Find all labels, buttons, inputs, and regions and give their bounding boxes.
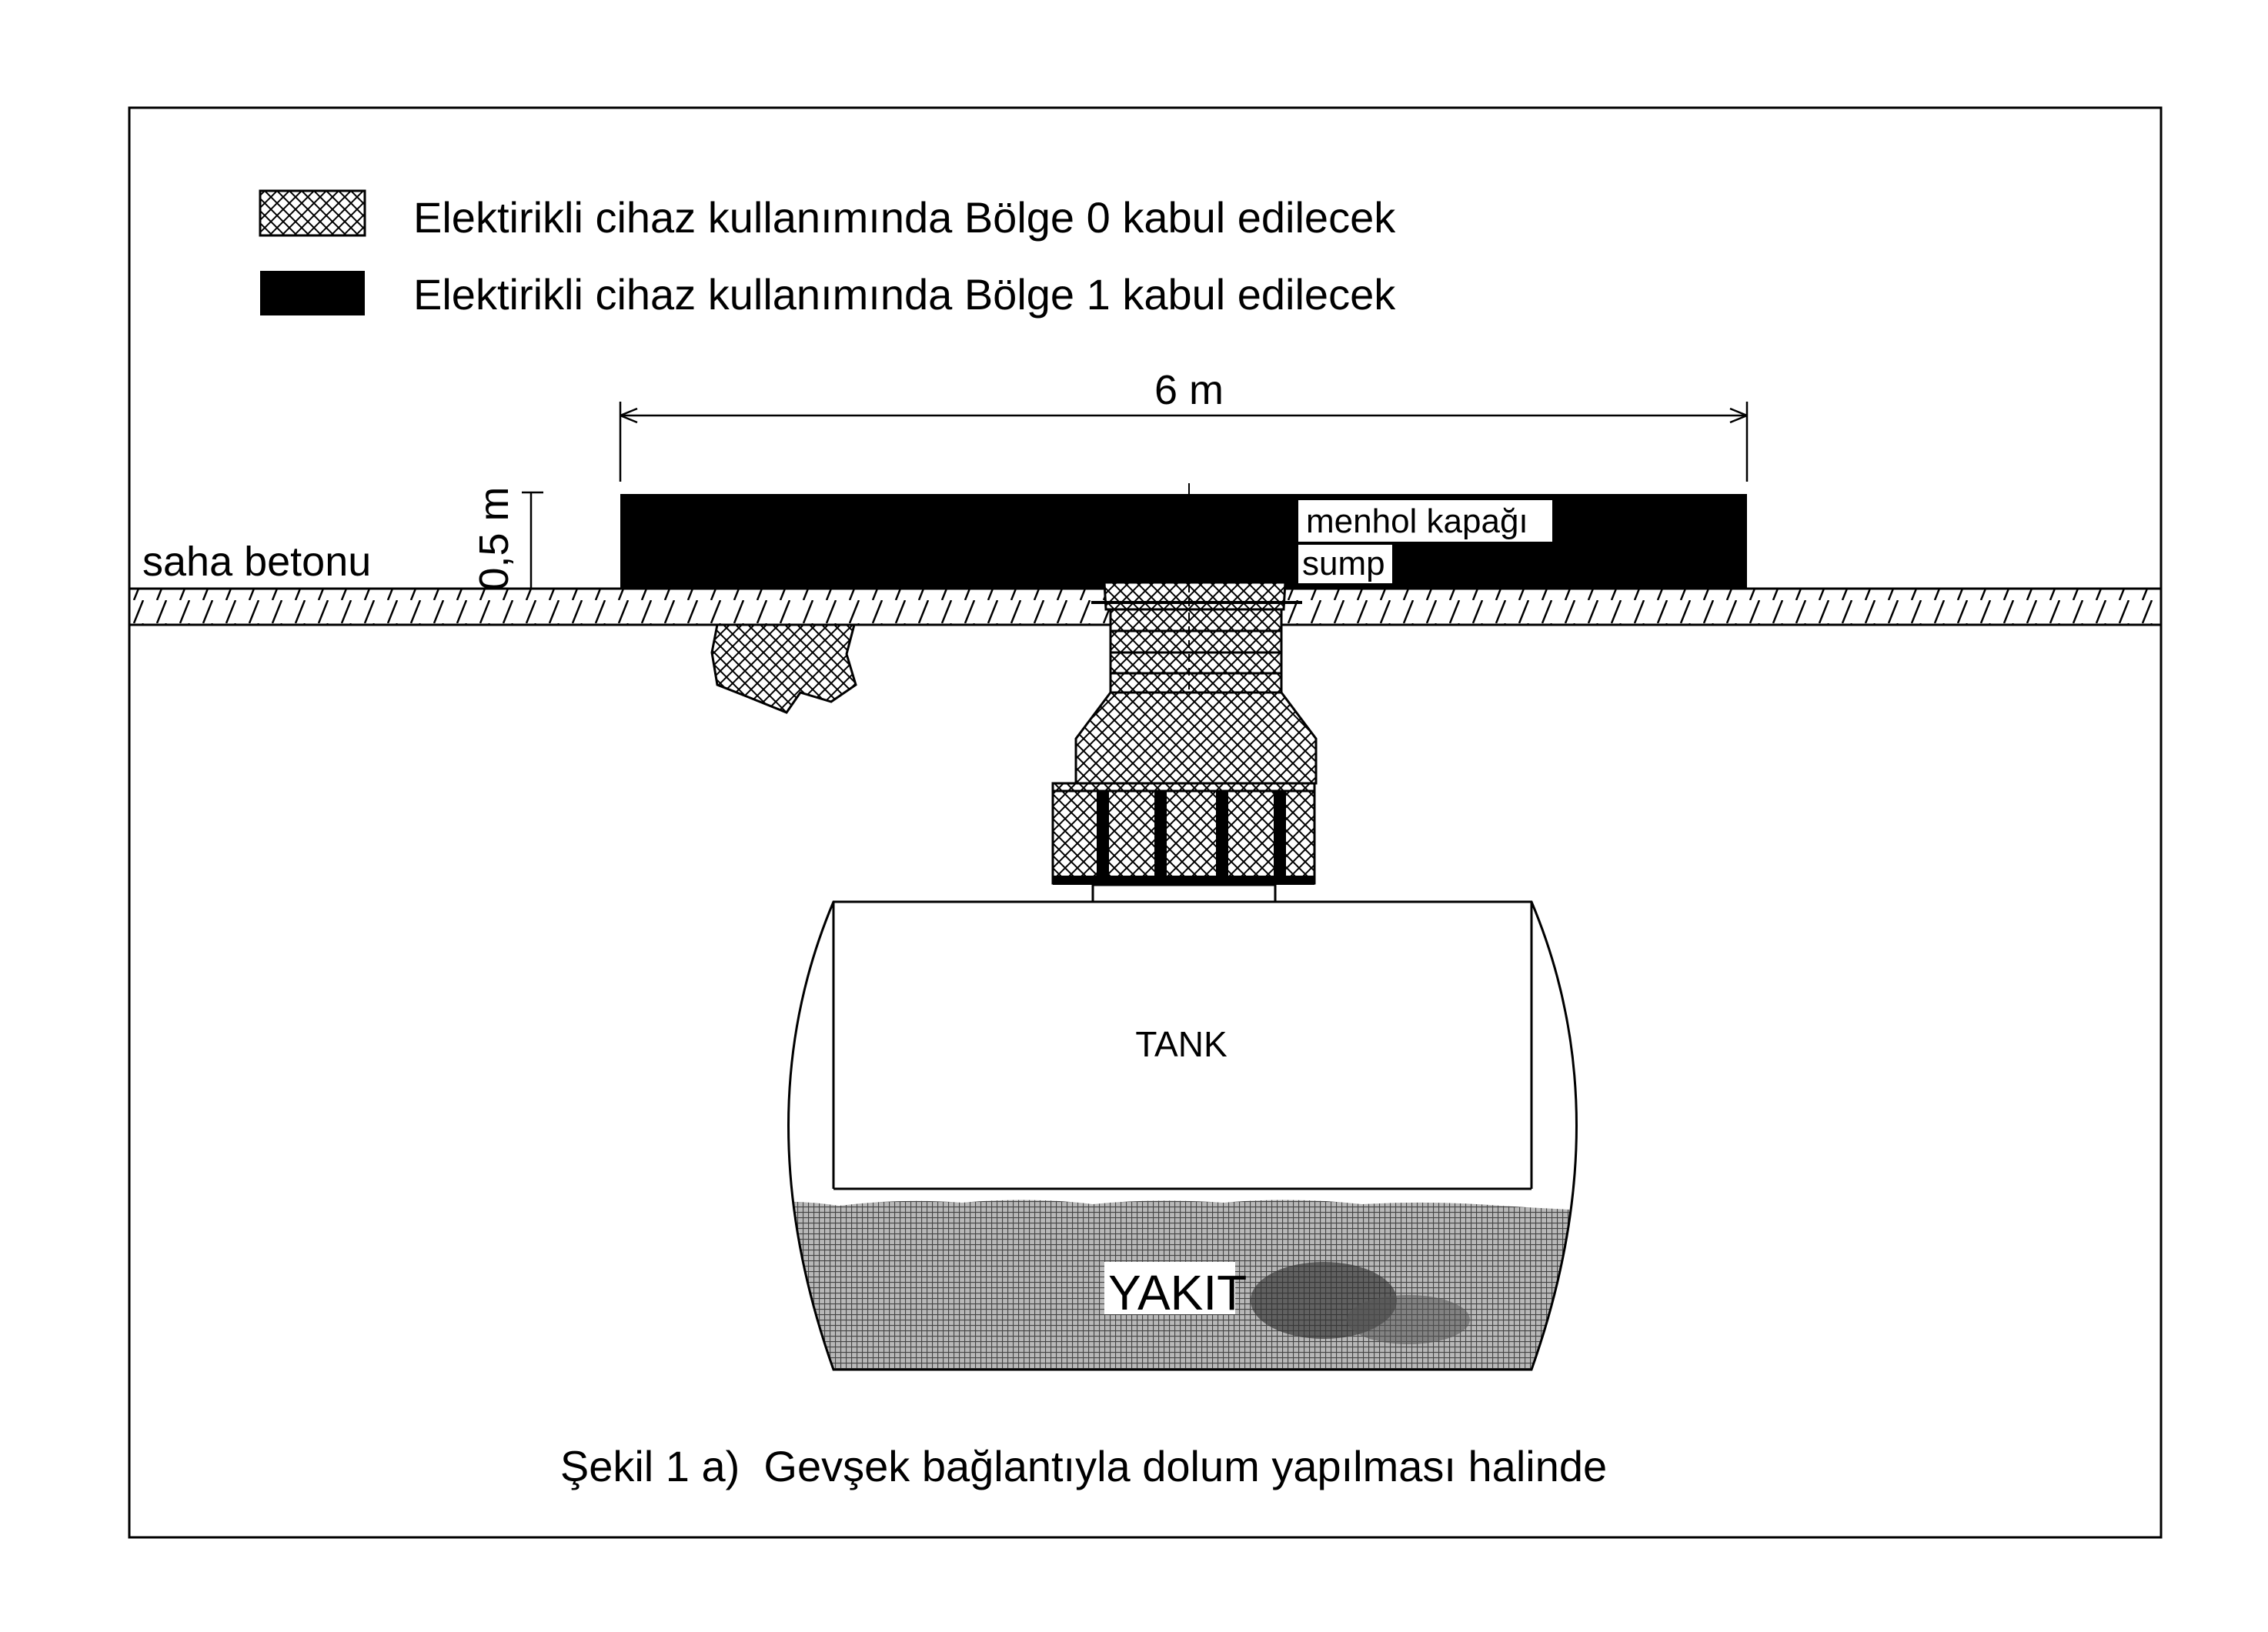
zone1-area <box>620 494 1747 589</box>
width-dimension: 6 m <box>619 367 1749 482</box>
figure-caption: Şekil 1 a) Gevşek bağlantıyla dolum yapı… <box>560 1442 1607 1490</box>
legend: Elektirikli cihaz kullanımında Bölge 0 k… <box>259 189 1396 319</box>
legend-swatch-zone0 <box>259 189 366 237</box>
ground-label: saha betonu <box>142 539 371 585</box>
diagram-frame <box>128 106 2163 1539</box>
sump-label: sump <box>1302 545 1385 582</box>
manhole-cover-label: menhol kapağı <box>1306 502 1528 540</box>
legend-label-zone0: Elektirikli cihaz kullanımında Bölge 0 k… <box>413 193 1396 242</box>
tank-label: TANK <box>1135 1024 1228 1064</box>
sump-assembly <box>1051 581 1318 903</box>
height-dimension: 0,5 m <box>471 486 543 591</box>
zone0-ground-area <box>710 623 857 714</box>
height-dimension-label: 0,5 m <box>471 486 517 590</box>
legend-swatch-zone1 <box>260 271 365 315</box>
fuel-label: YAKIT <box>1108 1265 1247 1320</box>
width-dimension-label: 6 m <box>1154 367 1224 413</box>
legend-label-zone1: Elektirikli cihaz kullanımında Bölge 1 k… <box>413 270 1396 319</box>
